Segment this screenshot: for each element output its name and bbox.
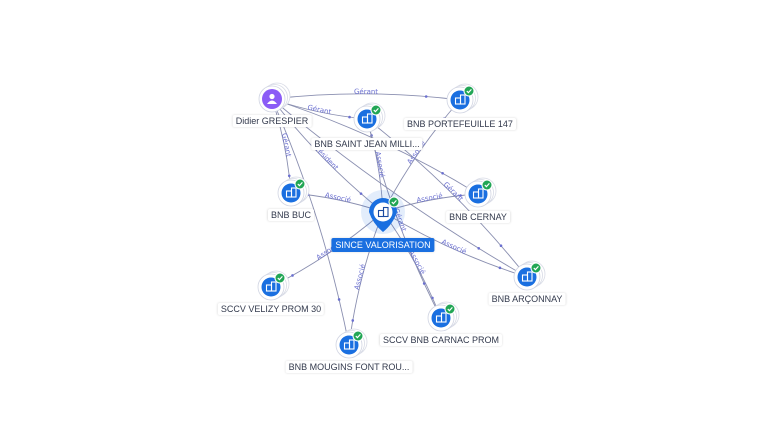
check-badge-icon	[445, 304, 455, 314]
check-badge-icon	[371, 105, 381, 115]
node-portef[interactable]	[446, 83, 479, 114]
edge-arrow-marker	[441, 171, 444, 175]
edge-arrow-marker	[287, 174, 291, 178]
check-badge-icon	[531, 263, 541, 273]
edge-arrow-marker	[422, 282, 426, 285]
node-label-center[interactable]: SINCE VALORISATION	[331, 238, 435, 252]
building-icon-tower	[459, 94, 466, 105]
edge-label: Associé	[324, 191, 352, 204]
edge-arrow-marker	[351, 319, 355, 322]
building-icon-tower	[477, 188, 484, 199]
edge-didier-portef	[271, 93, 461, 101]
checkmark-icon	[297, 181, 303, 187]
checkmark-icon	[355, 333, 361, 339]
check-badge-icon	[482, 180, 492, 190]
check-badge-icon	[389, 197, 399, 207]
checkmark-icon	[373, 107, 379, 113]
building-icon-tower	[348, 339, 355, 350]
node-label-didier[interactable]: Didier GRESPIER	[232, 115, 312, 127]
building-icon-tower	[290, 187, 297, 198]
edge-arrow-marker	[337, 298, 341, 301]
node-cernay[interactable]	[464, 177, 497, 208]
building-icon-tower	[526, 271, 533, 282]
check-badge-icon	[353, 331, 363, 341]
edge-label: Associé	[416, 192, 443, 205]
edge-didier-mougins	[271, 98, 350, 346]
node-label-carnac[interactable]: SCCV BNB CARNAC PROM	[379, 334, 503, 346]
node-label-portef[interactable]: BNB PORTEFEUILLE 147	[404, 118, 516, 130]
edge-arrow-marker	[424, 95, 428, 98]
edge-label: Associé	[407, 249, 427, 276]
checkmark-icon	[484, 182, 490, 188]
checkmark-icon	[533, 265, 539, 271]
check-badge-icon	[275, 273, 285, 283]
node-label-arconnay[interactable]: BNB ARÇONNAY	[488, 293, 566, 305]
person-icon-body	[267, 100, 277, 104]
building-icon-tower	[440, 312, 447, 323]
checkmark-icon	[391, 199, 397, 205]
person-icon	[269, 93, 275, 100]
edge-arrow-marker	[499, 244, 503, 248]
node-label-cernay[interactable]: BNB CERNAY	[446, 211, 510, 223]
building-icon-tower	[366, 113, 373, 124]
node-label-buc[interactable]: BNB BUC	[267, 209, 315, 221]
node-didier[interactable]	[258, 82, 291, 113]
edge-arrow-marker	[459, 194, 462, 197]
edge-label: Associé	[353, 263, 367, 291]
edge-arrow-marker	[477, 247, 481, 250]
node-buc[interactable]	[277, 176, 310, 207]
node-arconnay[interactable]	[513, 260, 546, 291]
checkmark-icon	[466, 88, 472, 94]
edge-label: Gérant	[354, 88, 378, 96]
check-badge-icon	[295, 179, 305, 189]
edge-label: Gérant	[280, 132, 293, 157]
building-icon-tower	[270, 281, 277, 292]
edge-center-arconnay	[382, 211, 528, 278]
edge-arrow-marker	[348, 115, 351, 119]
nodes-layer	[257, 82, 546, 359]
check-badge-icon	[464, 86, 474, 96]
node-center[interactable]	[361, 190, 405, 234]
edge-arrow-marker	[431, 296, 434, 300]
edge-label: Associé	[374, 151, 386, 178]
node-stjean[interactable]	[353, 102, 386, 133]
node-mougins[interactable]	[335, 328, 368, 359]
edge-didier-center	[271, 98, 384, 213]
node-label-mougins[interactable]: BNB MOUGINS FONT ROU...	[285, 361, 413, 373]
checkmark-icon	[447, 306, 453, 312]
node-velizy[interactable]	[257, 270, 290, 301]
edge-arrow-marker	[291, 274, 294, 277]
node-label-velizy[interactable]: SCCV VELIZY PROM 30	[217, 303, 325, 315]
building-icon-tower	[382, 206, 389, 218]
edge-arrow-marker	[359, 192, 363, 195]
edge-arrow-marker	[498, 266, 502, 270]
edge-stjean-arconnay	[366, 118, 528, 278]
checkmark-icon	[277, 275, 283, 281]
node-label-stjean[interactable]: BNB SAINT JEAN MILLI...	[311, 138, 423, 150]
node-carnac[interactable]	[427, 301, 460, 332]
edge-label: Associé	[440, 238, 467, 256]
